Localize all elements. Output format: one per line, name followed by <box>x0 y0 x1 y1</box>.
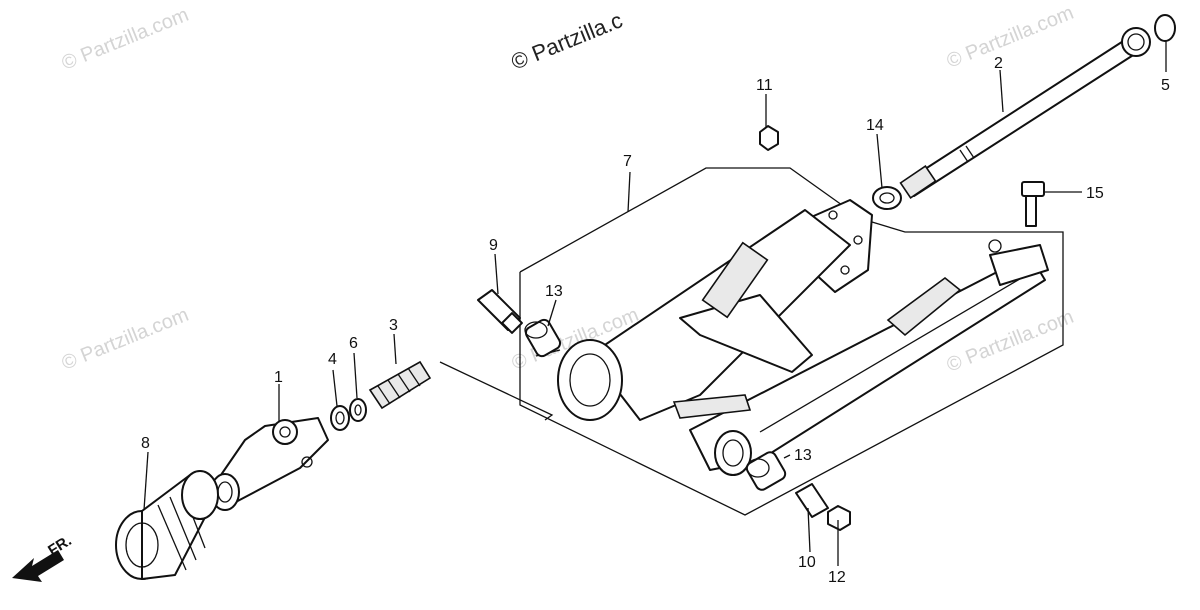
assembly-outline <box>439 167 1064 516</box>
boot-housing <box>115 470 219 580</box>
watermark-main: © Partzilla.c <box>508 7 626 74</box>
bushing-13-upper <box>524 318 562 358</box>
callout-13-lower: 13 <box>794 447 812 464</box>
front-direction-arrow-icon <box>12 550 64 582</box>
watermark-top-left: © Partzilla.com <box>59 4 192 75</box>
callout-7: 7 <box>623 153 632 170</box>
callout-3: 3 <box>389 317 398 334</box>
spring <box>368 360 432 410</box>
washer-4 <box>330 405 350 431</box>
watermark-top-right: © Partzilla.com <box>944 2 1077 73</box>
callout-2: 2 <box>994 55 1003 72</box>
bolt-15 <box>1021 181 1045 227</box>
pivot-bolt-10 <box>795 483 829 518</box>
callout-13-upper: 13 <box>545 283 563 300</box>
circlip <box>1154 14 1176 42</box>
callout-9: 9 <box>489 237 498 254</box>
callout-1: 1 <box>274 369 283 386</box>
callout-12: 12 <box>828 569 846 586</box>
universal-joint <box>210 417 329 511</box>
oil-seal <box>872 186 902 210</box>
callout-15: 15 <box>1086 185 1104 202</box>
washer-6 <box>349 398 367 422</box>
nut-11 <box>759 125 779 151</box>
callout-14: 14 <box>866 117 884 134</box>
pivot-bolt-9 <box>477 289 523 334</box>
callout-11: 11 <box>756 77 773 94</box>
callout-5: 5 <box>1161 77 1170 94</box>
callout-8: 8 <box>141 435 150 452</box>
lock-nut-12 <box>827 505 851 531</box>
bushing-13-lower <box>745 451 787 491</box>
callout-10: 10 <box>798 554 816 571</box>
callout-4: 4 <box>328 351 337 368</box>
leader-lines <box>143 41 1167 566</box>
drive-shaft <box>899 27 1151 199</box>
callout-6: 6 <box>349 335 358 352</box>
watermark-mid-left: © Partzilla.com <box>59 304 192 375</box>
swingarm <box>557 199 1049 476</box>
